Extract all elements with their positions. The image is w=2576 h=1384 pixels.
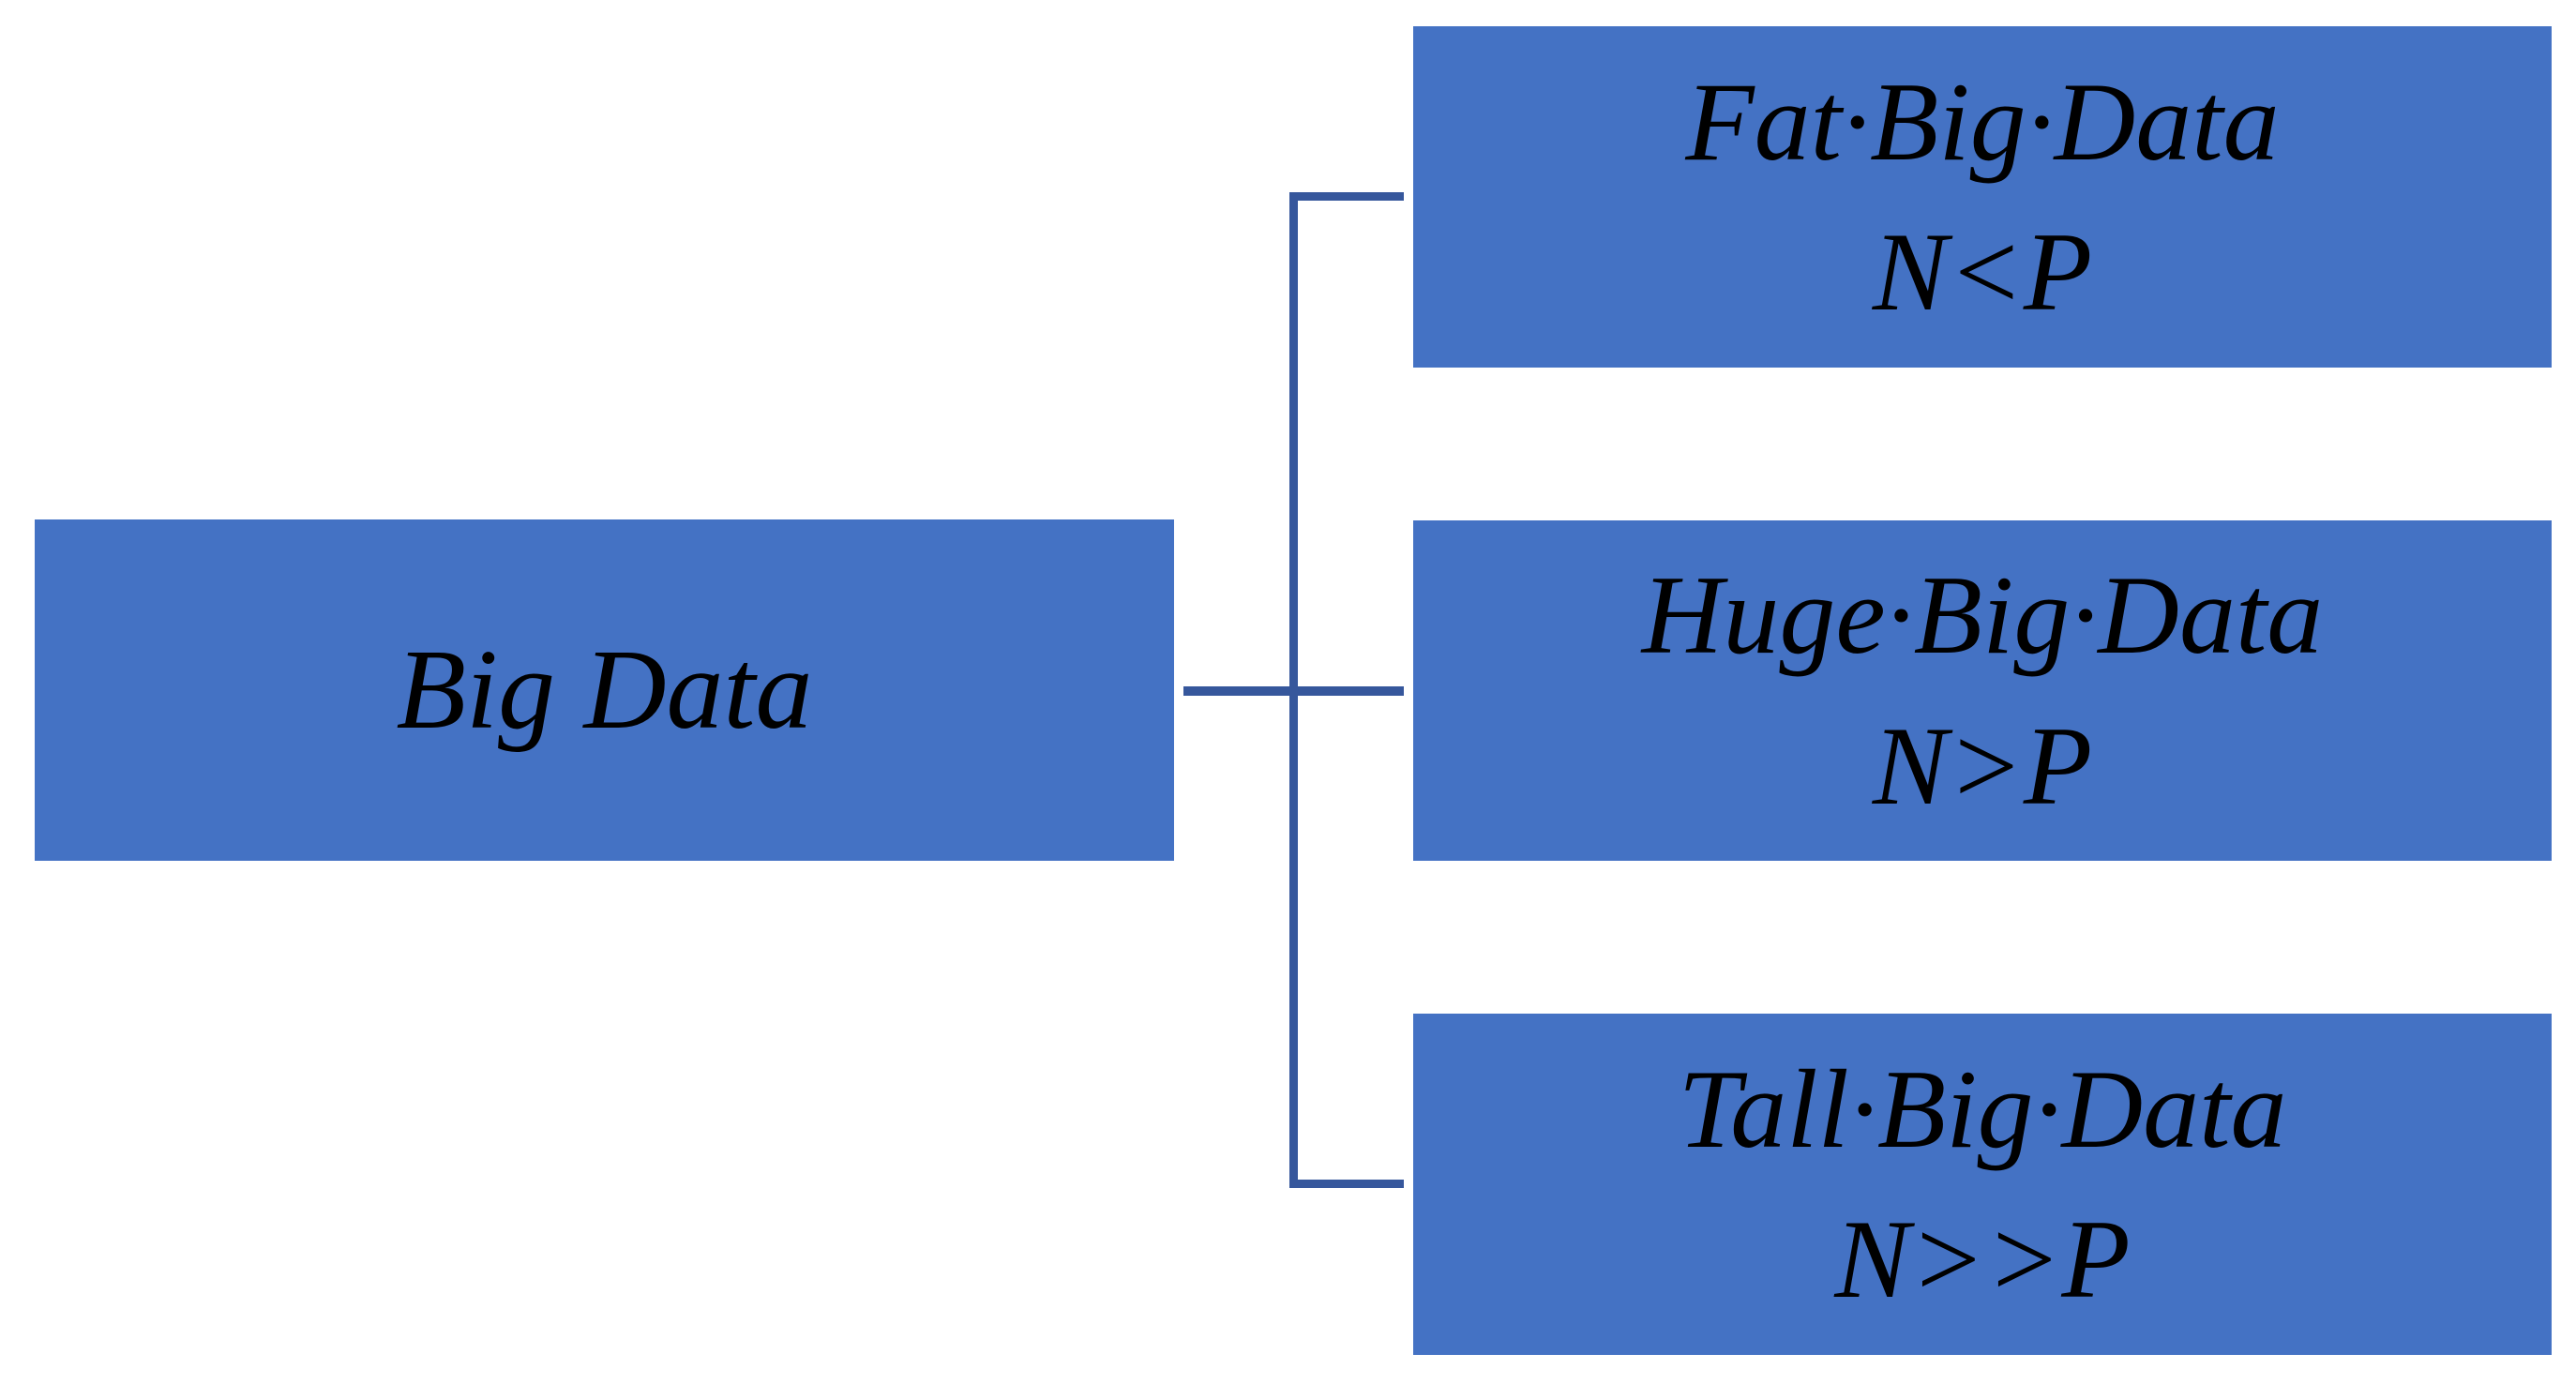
connector-middle-line	[1183, 686, 1404, 696]
connector-bottom-line	[1289, 1180, 1404, 1188]
root-node-big-data: Big Data	[35, 519, 1174, 861]
branch-subtitle: N>P	[1872, 702, 2093, 828]
branch-subtitle: N>>P	[1834, 1196, 2131, 1321]
branch-node-huge-big-data: Huge·Big·Data N>P	[1413, 520, 2552, 861]
root-node-label: Big Data	[396, 625, 813, 753]
branch-node-fat-big-data: Fat·Big·Data N<P	[1413, 26, 2552, 368]
branch-title: Tall·Big·Data	[1678, 1046, 2287, 1171]
branch-title: Fat·Big·Data	[1685, 58, 2280, 184]
branch-node-tall-big-data: Tall·Big·Data N>>P	[1413, 1014, 2552, 1355]
branch-subtitle: N<P	[1872, 209, 2093, 334]
branch-title: Huge·Big·Data	[1641, 552, 2324, 678]
connector-top-line	[1289, 192, 1404, 201]
